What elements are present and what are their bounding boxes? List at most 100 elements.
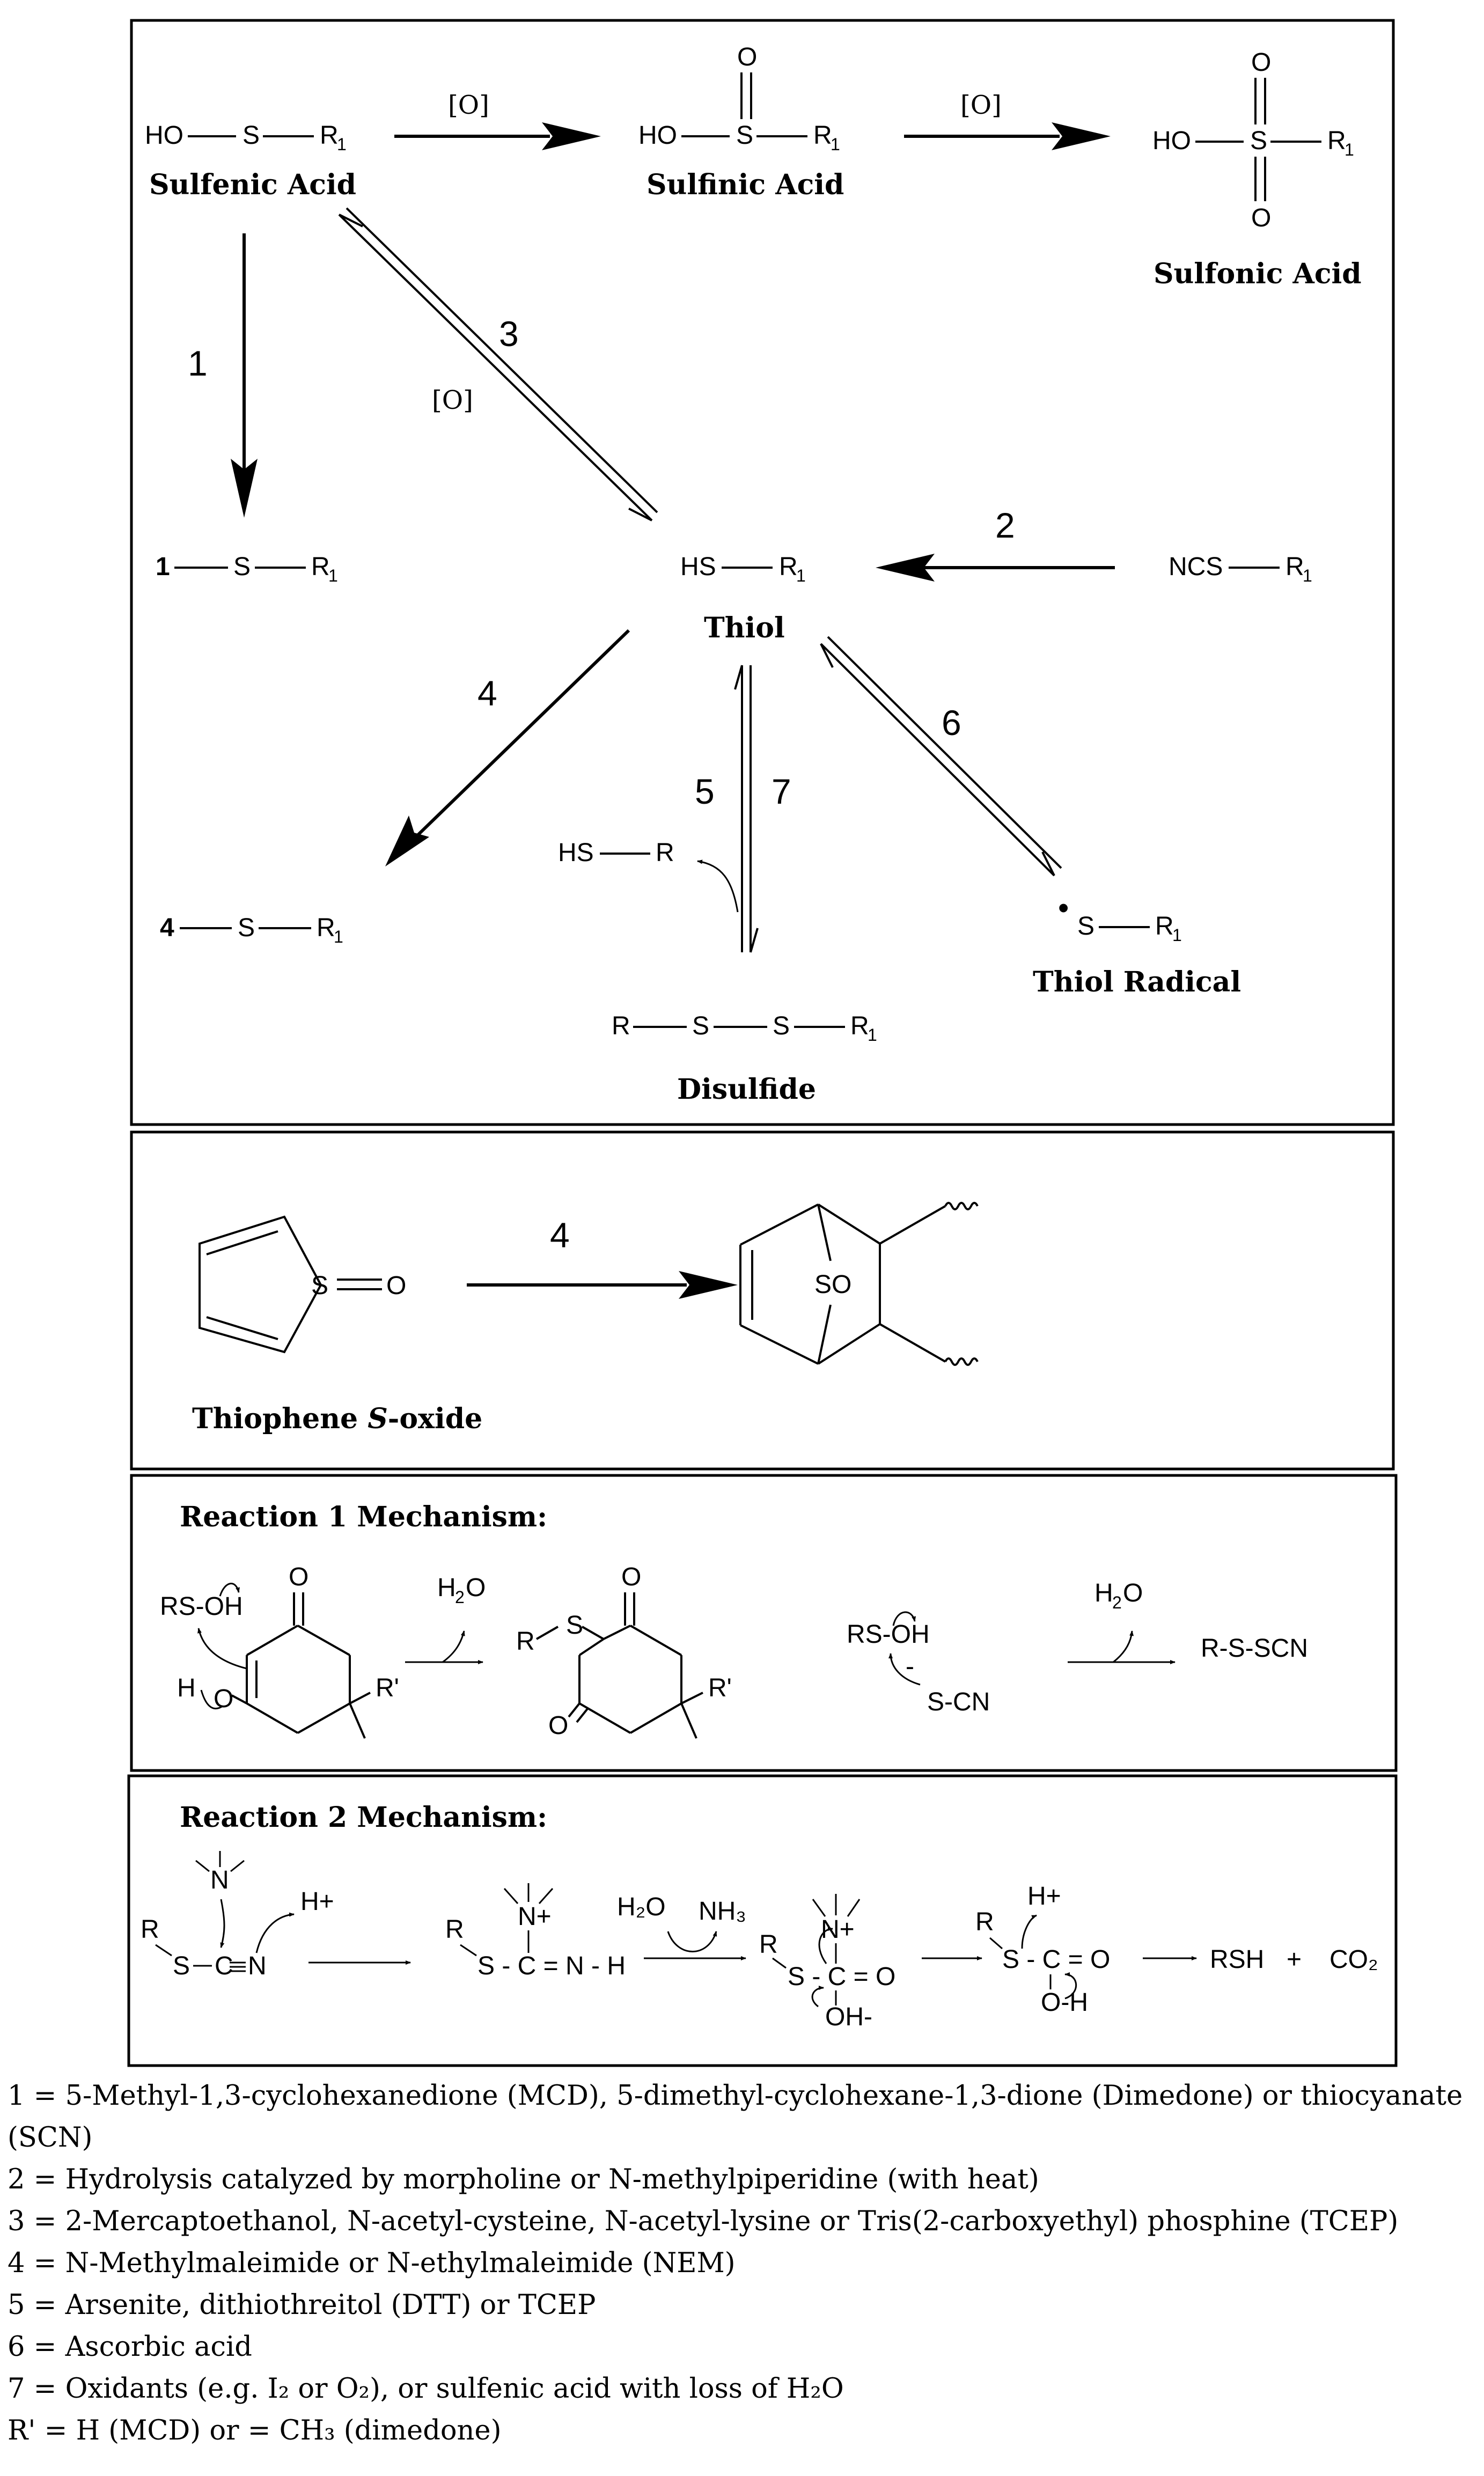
svg-text:R: R (656, 839, 674, 867)
legend-line: 6 = Ascorbic acid (8, 2331, 252, 2363)
svg-text:O: O (548, 1711, 568, 1740)
svg-text:S: S (173, 1952, 190, 1980)
svg-text:R: R (813, 121, 832, 150)
svg-text:S: S (238, 914, 255, 942)
svg-text:1: 1 (1345, 140, 1354, 159)
panel-thiophene-border (130, 1130, 1395, 1471)
arrowhead-oxidation-1 (542, 122, 601, 150)
product-1-structure: 1 S R 1 (156, 553, 338, 585)
svg-text:O: O (1123, 1579, 1143, 1607)
thiophene-label: Thiophene S-oxide (192, 1402, 482, 1435)
reaction-2-species-2: N+ R S - C = N - H (445, 1902, 626, 1980)
reaction-2-rsh: RSH (1210, 1945, 1264, 1974)
step-label-1: 1 (188, 343, 208, 383)
svg-text:S: S (243, 121, 260, 150)
thiophene-step-label: 4 (550, 1215, 570, 1255)
svg-text:R: R (759, 1930, 778, 1959)
sulfenic-acid-label: Sulfenic Acid (149, 168, 356, 201)
svg-text:O: O (737, 43, 757, 71)
svg-text:1: 1 (334, 927, 343, 946)
arrowhead-step-1 (231, 459, 258, 518)
svg-text:R: R (1285, 553, 1304, 581)
arrowhead-step-2 (876, 554, 935, 582)
sulfenic-acid-structure: HO S R 1 (145, 121, 347, 154)
svg-text:S: S (773, 1012, 790, 1040)
curved-arrow-r2-b (255, 1912, 295, 1953)
svg-text:OH-: OH- (825, 2003, 872, 2031)
svg-text:H+: H+ (1027, 1882, 1061, 1911)
reaction-2-species-1-bonds (155, 1851, 246, 1972)
svg-text:R: R (141, 1915, 159, 1944)
equilibrium-arrow-step-6 (820, 636, 1062, 877)
svg-text:S: S (692, 1012, 709, 1040)
step-label-4: 4 (477, 673, 497, 713)
curved-arrow-r2-a (220, 1899, 225, 1948)
svg-text:O: O (466, 1574, 486, 1602)
sulfonic-acid-label: Sulfonic Acid (1154, 258, 1362, 290)
step-label-5: 5 (695, 772, 715, 811)
svg-text:•: • (1058, 891, 1069, 925)
arrowhead-step-4 (385, 815, 429, 866)
bicyclic-adduct-structure (739, 1202, 979, 1366)
svg-text:HO: HO (145, 121, 183, 150)
reaction-2-co2: CO₂ (1329, 1945, 1378, 1974)
reaction-2-species-1: N R S C N H+ (141, 1866, 334, 1980)
thiol-label: Thiol (704, 612, 785, 644)
reaction-2-species-4: H+ R S - C = O O-H (975, 1882, 1110, 2017)
reaction-2-plus: + (1287, 1945, 1302, 1974)
oxidation-label-3: [O] (432, 385, 473, 415)
svg-text:H: H (1094, 1579, 1113, 1607)
curved-arrow-r1-e (888, 1653, 921, 1686)
legend-line: 1 = 5-Methyl-1,3-cyclohexanedione (MCD),… (8, 2080, 1463, 2112)
arrowhead-thiophene (679, 1271, 738, 1299)
svg-text:S-CN: S-CN (927, 1688, 990, 1716)
curved-arrow-r1-a (219, 1583, 240, 1597)
sulfonic-acid-structure: HO S R 1 O O (1152, 48, 1354, 232)
curved-arrow-r1-d (892, 1611, 916, 1626)
svg-text:-: - (906, 1652, 914, 1681)
reaction-2-species-4-bonds (989, 1937, 1052, 1989)
svg-text:O: O (621, 1563, 641, 1591)
svg-text:S - C = O: S - C = O (1002, 1945, 1110, 1974)
legend-line: 5 = Arsenite, dithiothreitol (DTT) or TC… (8, 2289, 596, 2321)
svg-text:2: 2 (1112, 1593, 1122, 1612)
curved-arrow-release (697, 859, 739, 913)
equilibrium-arrow-step-3 (338, 207, 658, 521)
reaction-1-thiocyanate: RS-OH - S-CN (847, 1620, 990, 1716)
step-label-7: 7 (772, 772, 791, 811)
hs-r-structure: HS R (558, 839, 674, 867)
svg-text:R: R (1155, 912, 1174, 941)
reaction-1-reactants: RS-OH H O O R' (160, 1563, 399, 1713)
reaction-2-species-2-bonds (460, 1883, 554, 1957)
thiophene-s-oxide-structure: S O (199, 1215, 406, 1354)
svg-text:HS: HS (680, 553, 716, 581)
equilibrium-arrow-step-5-7 (734, 665, 759, 953)
panel-main-border (130, 19, 1395, 1126)
sulfinic-acid-structure: HO S R 1 O (638, 43, 840, 154)
svg-text:1: 1 (156, 553, 170, 581)
panel-reaction-1-border (130, 1474, 1398, 1772)
reaction-2-ammonia: NH₃ (699, 1897, 746, 1926)
curved-arrow-r2-e (811, 1986, 824, 2008)
svg-text:S: S (233, 553, 251, 581)
oxidation-label-1: [O] (448, 90, 489, 120)
svg-text:H: H (177, 1674, 196, 1702)
svg-text:O: O (289, 1563, 308, 1591)
svg-text:S: S (1250, 127, 1267, 155)
svg-text:1: 1 (831, 135, 840, 154)
legend-line: 2 = Hydrolysis catalyzed by morpholine o… (8, 2164, 1039, 2195)
reaction-1-product: R S O O R' (516, 1563, 732, 1740)
svg-text:S - C = N - H: S - C = N - H (477, 1952, 626, 1980)
curved-arrow-r2-g (1064, 1972, 1077, 2000)
legend-line: R' = H (MCD) or = CH₃ (dimedone) (8, 2415, 502, 2446)
water-label-b: H 2 O (1094, 1579, 1143, 1612)
svg-text:R: R (311, 553, 330, 581)
step-label-3: 3 (499, 314, 519, 354)
curved-arrow-water-a (442, 1630, 465, 1663)
curved-arrow-r1-b (197, 1628, 247, 1670)
svg-text:O: O (386, 1272, 406, 1300)
svg-text:R: R (850, 1012, 869, 1040)
svg-text:N+: N+ (518, 1902, 552, 1931)
legend: 1 = 5-Methyl-1,3-cyclohexanedione (MCD),… (8, 2075, 1478, 2452)
svg-text:1: 1 (337, 135, 347, 154)
